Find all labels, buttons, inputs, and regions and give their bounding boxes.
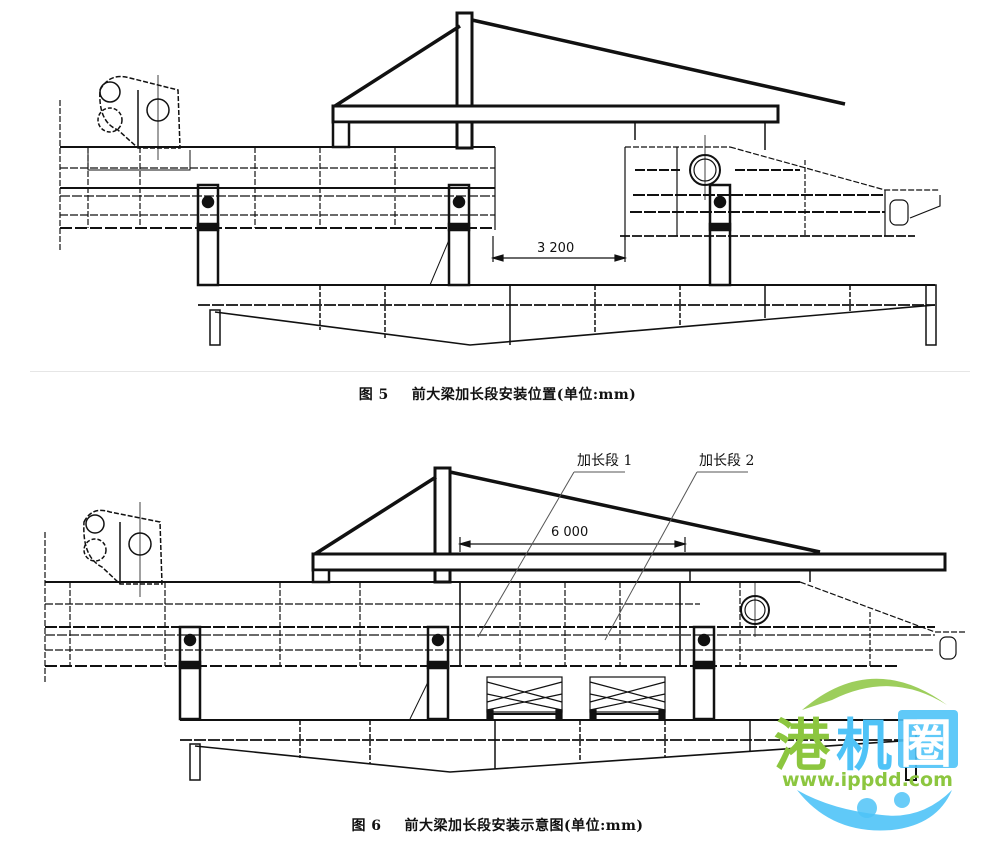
girder-tip-section (620, 135, 941, 240)
wave-arc-icon (797, 790, 952, 831)
support-legs (196, 183, 732, 287)
watermark-svg: 港 机 圈 www.ippdd.com (774, 678, 958, 831)
scissor-jacks (486, 676, 666, 721)
support-legs (178, 625, 716, 721)
watermark-url: www.ippdd.com (782, 769, 953, 791)
divider (30, 371, 970, 372)
dimension-3200 (490, 236, 628, 262)
figure-6-title: 前大梁加长段安装示意图(单位:mm) (404, 818, 644, 834)
callout-extension-2: 加长段 2 (699, 453, 754, 469)
callout-extension-1: 加长段 1 (577, 453, 632, 469)
temporary-tower (311, 466, 947, 584)
figure-5-title: 前大梁加长段安装位置(单位:mm) (411, 387, 637, 403)
dimension-label-3200: 3 200 (537, 241, 574, 256)
figure-6-number: 图 6 (351, 818, 382, 834)
watermark-char-3: 圈 (900, 715, 952, 775)
figure-5-drawing: 3 200 (0, 0, 995, 372)
figure-5-caption: 图 5 前大梁加长段安装位置(单位:mm) (0, 384, 995, 404)
figure-6-drawing: 6 000 加长段 1 加长段 2 (0, 432, 995, 812)
dimension-label-6000: 6 000 (551, 525, 588, 540)
figure-5-svg: 3 200 (59, 11, 941, 346)
leaf-arc-icon (802, 678, 947, 710)
front-girder (59, 100, 496, 250)
watermark-char-2: 机 (836, 714, 892, 779)
lower-beam (180, 719, 917, 781)
temporary-tower (331, 11, 846, 150)
watermark-char-1: 港 (774, 714, 831, 779)
lower-beam (198, 284, 937, 346)
figure-5-number: 图 5 (358, 387, 389, 403)
hinge-assembly (83, 502, 163, 597)
figure-6-caption: 图 6 前大梁加长段安装示意图(单位:mm) (0, 815, 995, 835)
callout-leaders (477, 471, 748, 641)
watermark-logo: 港 机 圈 www.ippdd.com (772, 660, 972, 840)
dimension-6000 (457, 537, 688, 552)
figure-6-svg: 6 000 加长段 1 加长段 2 (44, 453, 965, 781)
